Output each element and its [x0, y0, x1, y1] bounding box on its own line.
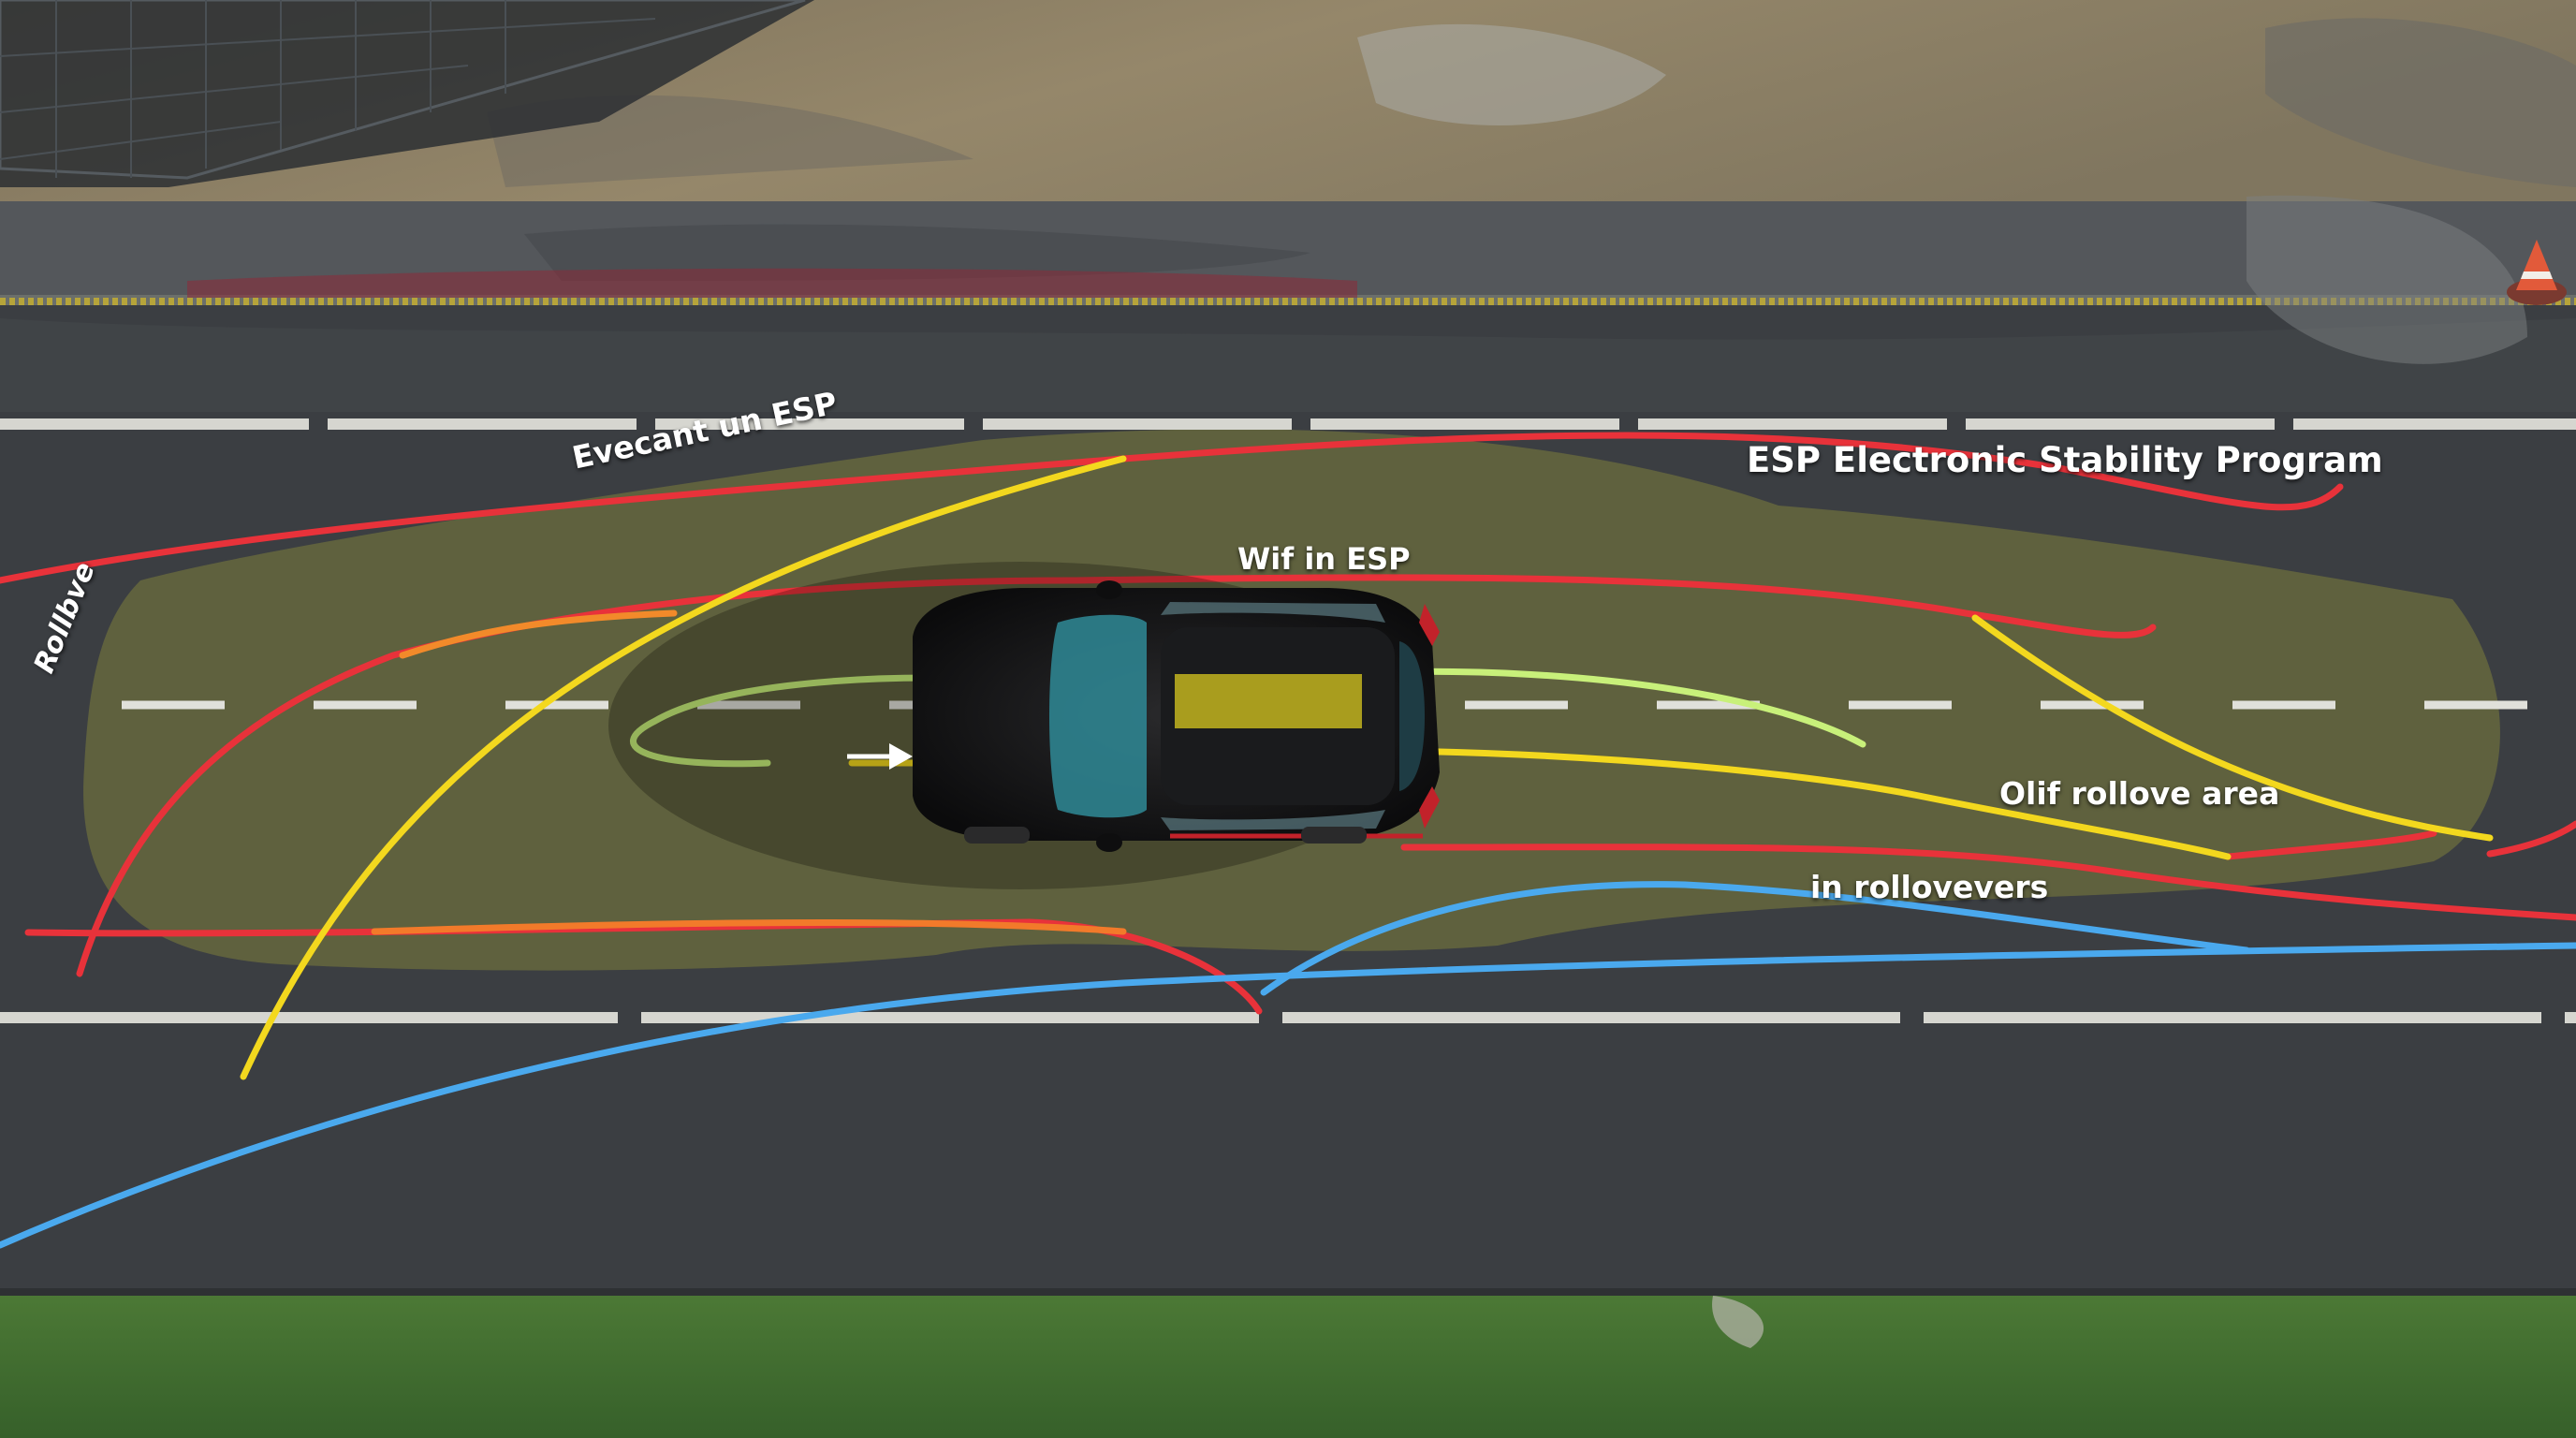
- road-wet-patch: [0, 318, 2576, 412]
- dirt-patch: [1357, 23, 1666, 125]
- path-green-with-esp: [630, 674, 987, 768]
- path-red-without-esp: [0, 432, 2344, 584]
- path-red-swerve: [76, 574, 2157, 977]
- sidewalk-wet-patch: [524, 224, 1310, 281]
- gravel-patch: [1712, 1296, 1764, 1348]
- car-topview-icon: [608, 562, 1440, 889]
- traffic-cone-icon: [2507, 240, 2567, 305]
- grass-verge: [0, 1288, 2576, 1438]
- sidewalk-red-stain: [187, 268, 1357, 298]
- dirt-patch: [487, 95, 973, 187]
- path-blue-upper: [1260, 881, 2250, 996]
- road-wet-patch: [2247, 195, 2527, 364]
- fence: [0, 0, 814, 187]
- path-red-right-tail: [2486, 820, 2576, 858]
- path-red-right-sweep: [1400, 844, 2576, 921]
- with-esp-label: Wif in ESP: [1237, 541, 1411, 577]
- path-red-right-short: [2224, 829, 2437, 860]
- dirt-patch: [2265, 18, 2576, 187]
- trajectory-paths: [0, 432, 2576, 1249]
- path-green-right: [1372, 668, 1866, 748]
- path-yellow-right-diag: [1971, 614, 2494, 842]
- path-orange-rollover-segment: [371, 919, 1127, 935]
- direction-arrow-icon: [847, 743, 913, 770]
- path-blue-lower: [0, 942, 2576, 1249]
- rollover-area-label: Olif rollove area: [1999, 775, 2280, 812]
- path-yellow-with-esp: [1222, 747, 2232, 860]
- title-label: ESP Electronic Stability Program: [1747, 440, 2383, 480]
- rollovers-label: in rollovevers: [1810, 869, 2049, 905]
- path-yellow-without-esp: [240, 455, 1127, 1080]
- path-red-orange-segment: [399, 609, 678, 659]
- road-edge: [0, 1288, 2576, 1296]
